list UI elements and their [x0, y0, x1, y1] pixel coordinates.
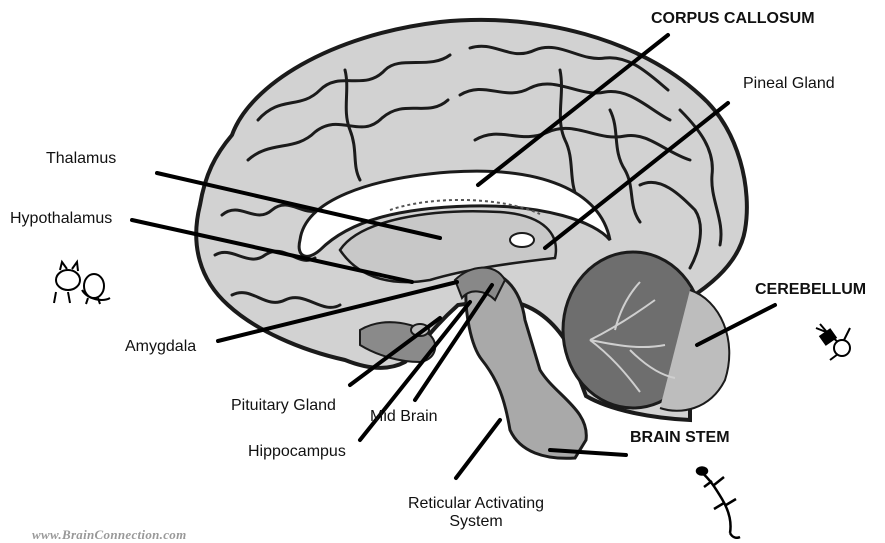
label-corpus-callosum: CORPUS CALLOSUM — [651, 10, 815, 28]
label-mid-brain: Mid Brain — [370, 408, 438, 426]
cat-icon — [54, 262, 110, 304]
watermark: www.BrainConnection.com — [32, 527, 187, 543]
child-icon — [816, 324, 850, 360]
label-pituitary-gland: Pituitary Gland — [231, 397, 336, 415]
lizard-icon — [697, 468, 740, 538]
label-cerebellum: CEREBELLUM — [755, 281, 866, 299]
label-pineal-gland: Pineal Gland — [743, 75, 835, 93]
label-thalamus: Thalamus — [46, 150, 116, 168]
label-hypothalamus: Hypothalamus — [10, 210, 112, 228]
label-brain-stem: BRAIN STEM — [630, 429, 730, 447]
label-reticular-line1: Reticular Activating — [396, 495, 556, 513]
label-reticular-line2: System — [396, 513, 556, 531]
label-reticular-activating-system: Reticular Activating System — [396, 495, 556, 531]
label-hippocampus: Hippocampus — [248, 443, 346, 461]
label-amygdala: Amygdala — [125, 338, 196, 356]
leader-reticular — [456, 420, 500, 478]
